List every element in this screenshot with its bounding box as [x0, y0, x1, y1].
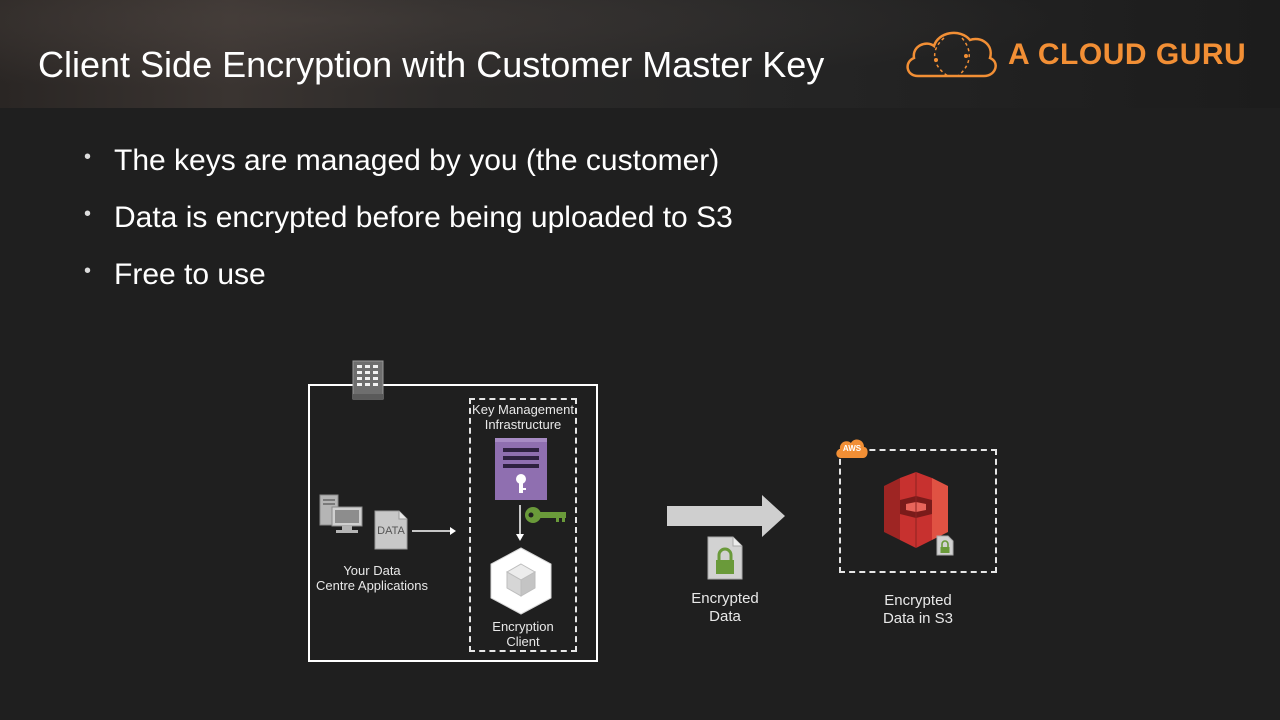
brand-name: A CLOUD GURU — [1008, 38, 1247, 71]
s3-bucket-icon — [884, 472, 948, 548]
bullet-text: Data is encrypted before being uploaded … — [114, 201, 733, 234]
header-background — [0, 0, 1280, 108]
data-centre-boundary — [308, 384, 598, 662]
computer-icon — [319, 494, 363, 533]
building-icon — [352, 360, 384, 400]
kms-key-icon — [495, 438, 547, 500]
apps-label: Your Data Centre Applications — [315, 563, 428, 593]
arrow-icon — [412, 527, 456, 535]
key-icon — [525, 507, 566, 523]
document-icon — [374, 510, 408, 550]
aws-cloud-boundary — [839, 449, 997, 573]
data-document-label: DATA — [377, 525, 405, 537]
big-arrow-icon — [667, 495, 785, 537]
slide-title: Client Side Encryption with Customer Mas… — [38, 44, 825, 85]
bullet-dot-icon: • — [84, 203, 92, 225]
encrypted-data-label: Encrypted Data — [691, 590, 759, 625]
brand-logo: A CLOUD GURU — [904, 26, 1247, 82]
lock-file-icon — [707, 536, 743, 580]
bullet-text: Free to use — [114, 258, 266, 291]
down-arrow-icon — [516, 505, 524, 541]
bullet-text: The keys are managed by you (the custome… — [114, 144, 720, 177]
bullet-dot-icon: • — [84, 146, 92, 168]
aws-badge-label: AWS — [842, 444, 862, 453]
encryption-client-cube-icon — [490, 547, 552, 615]
slide-header — [0, 0, 1280, 108]
s3-label: Encrypted Data in S3 — [882, 592, 954, 627]
encryption-client-label: Encryption Client — [492, 619, 554, 649]
lock-file-small-icon — [936, 535, 954, 556]
kmi-label: Key Management Infrastructure — [472, 402, 574, 432]
bullet-dot-icon: • — [84, 260, 92, 282]
key-management-boundary — [469, 398, 577, 652]
cloud-logo-icon — [906, 31, 997, 78]
aws-cloud-badge-icon — [836, 439, 868, 458]
